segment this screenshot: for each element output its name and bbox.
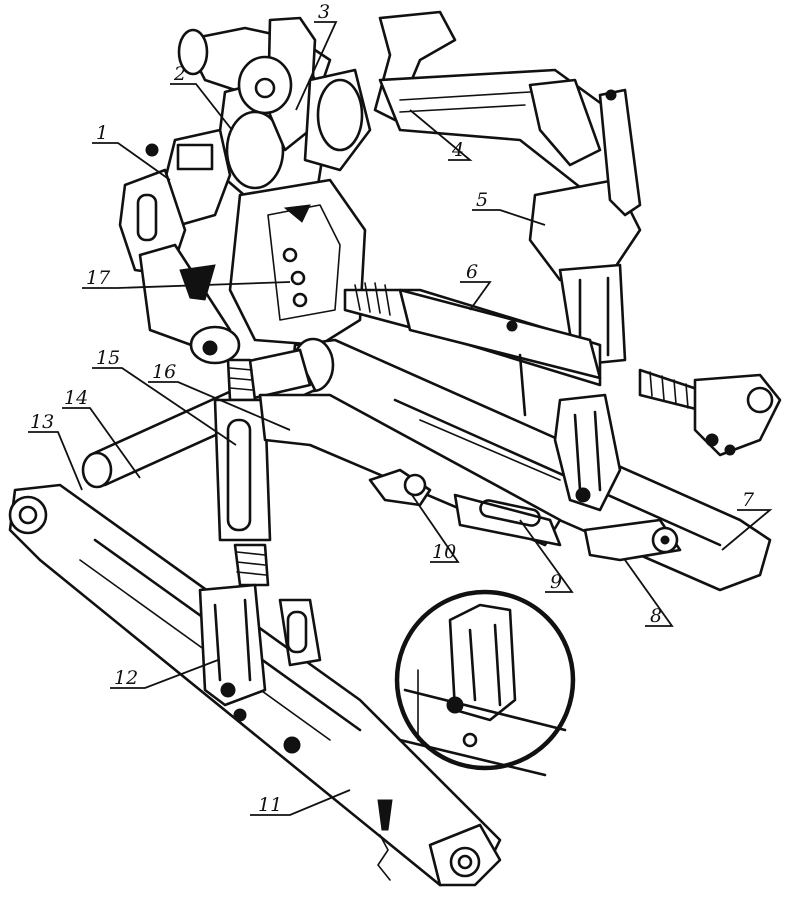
callout-line-4	[409, 109, 473, 161]
callout-line-11	[250, 789, 351, 816]
callout-line-6	[460, 281, 492, 311]
callout-line-12	[110, 659, 219, 689]
callout-line-13	[28, 431, 83, 491]
label-8: 8	[650, 605, 662, 627]
label-2: 2	[173, 63, 186, 85]
callout-line-17	[82, 281, 291, 289]
callout-line-14	[62, 407, 141, 479]
upper-shaft-housing	[177, 16, 372, 202]
label-14: 14	[64, 387, 88, 409]
left-bracket	[118, 128, 241, 365]
label-13: 13	[30, 411, 54, 433]
label-4: 4	[451, 139, 464, 161]
mounting-plate	[179, 178, 367, 347]
label-5: 5	[476, 189, 488, 211]
callout-line-7	[721, 509, 773, 551]
label-16: 16	[152, 361, 176, 383]
callout-line-5	[472, 209, 546, 226]
label-12: 12	[114, 667, 138, 689]
upper-link	[343, 282, 782, 457]
check-chain	[368, 468, 682, 562]
callout-labels: 1 2 3 4 5 6 7 8 9 10 11 12 13 14 15 16 1…	[30, 1, 755, 816]
label-15: 15	[96, 347, 120, 369]
callout-line-3	[295, 21, 338, 111]
callout-line-10	[411, 494, 460, 563]
label-17: 17	[86, 267, 111, 289]
inset-detail	[394, 589, 576, 777]
callout-line-9	[519, 519, 574, 593]
callout-line-16	[148, 381, 291, 431]
label-7: 7	[742, 489, 755, 511]
label-1: 1	[96, 122, 108, 144]
callout-line-1	[92, 142, 171, 181]
label-10: 10	[432, 541, 456, 563]
callout-line-2	[170, 83, 233, 131]
callout-lines	[28, 21, 773, 816]
label-11: 11	[258, 794, 282, 816]
label-3: 3	[318, 1, 330, 23]
left-lower-link	[8, 483, 502, 887]
callout-line-8	[624, 559, 674, 627]
label-9: 9	[550, 571, 562, 593]
label-6: 6	[466, 261, 478, 283]
callout-line-15	[92, 367, 237, 446]
